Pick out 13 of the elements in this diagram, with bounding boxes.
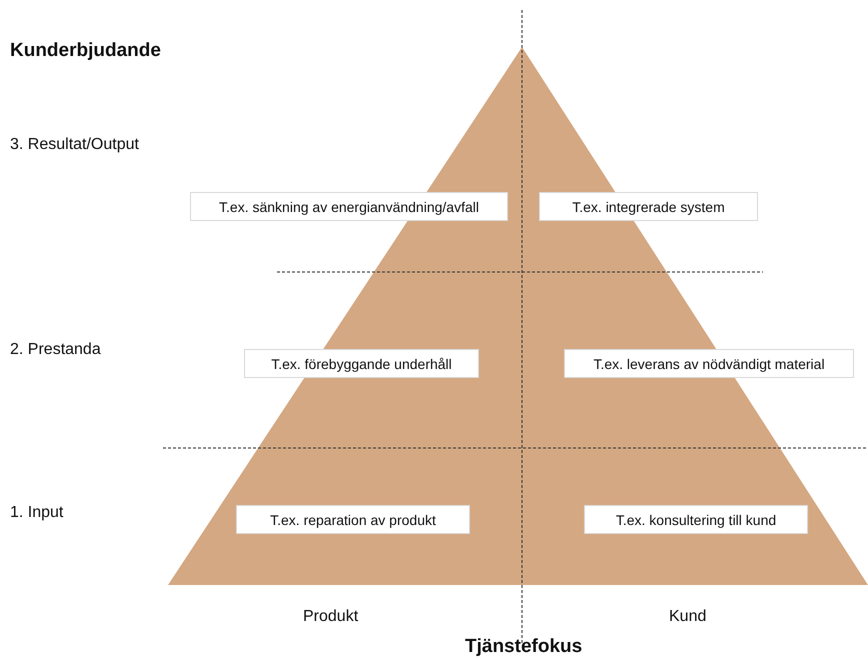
level-label: 2. Prestanda bbox=[10, 341, 101, 359]
axis-title: Tjänstefokus bbox=[465, 636, 582, 658]
axis-label: Produkt bbox=[303, 608, 358, 626]
example-box: T.ex. leverans av nödvändigt material bbox=[564, 349, 854, 378]
level-label: 1. Input bbox=[10, 504, 64, 522]
level-label: 3. Resultat/Output bbox=[10, 136, 139, 154]
axis-label: Kund bbox=[669, 608, 706, 626]
example-box: T.ex. konsultering till kund bbox=[584, 505, 808, 534]
example-box: T.ex. förebyggande underhåll bbox=[244, 349, 479, 378]
example-box: T.ex. integrerade system bbox=[539, 192, 758, 221]
diagram-title: Kunderbjudande bbox=[10, 40, 161, 62]
example-box: T.ex. sänkning av energianvändning/avfall bbox=[190, 192, 508, 221]
example-box: T.ex. reparation av produkt bbox=[236, 505, 470, 534]
